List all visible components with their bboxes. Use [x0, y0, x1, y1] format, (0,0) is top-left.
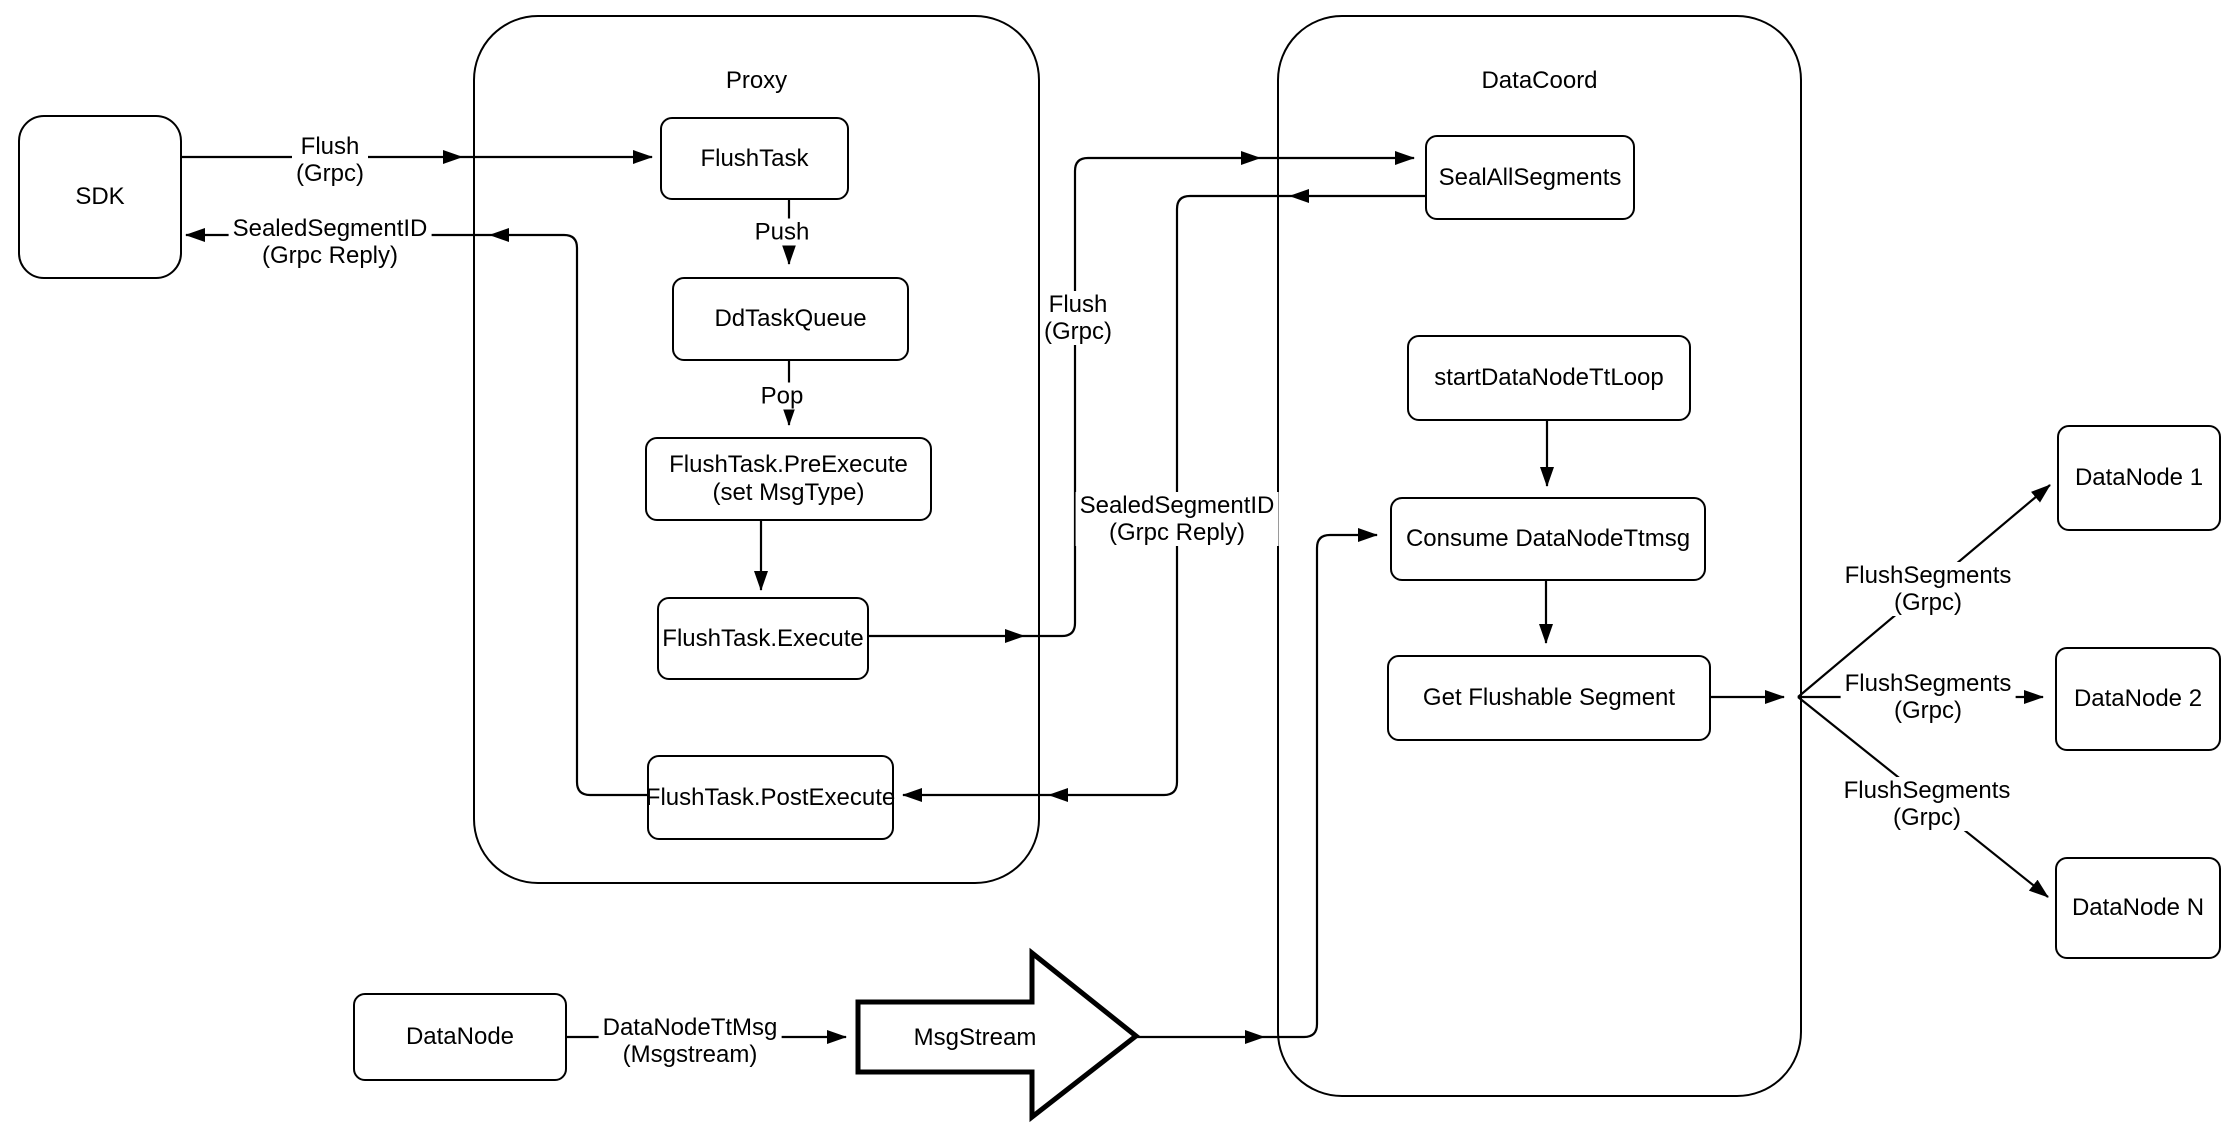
edge-label-datanodettmsg: DataNodeTtMsg (Msgstream): [598, 1014, 782, 1068]
node-datanode1: DataNode 1: [2057, 425, 2221, 531]
msgstream-arrow-shape: [855, 947, 1141, 1123]
edge-dcborder-consume: [1264, 528, 1378, 1039]
node-ddtaskqueue: DdTaskQueue: [672, 277, 909, 361]
edge-label-flushsegments-1: FlushSegments (Grpc): [1840, 562, 2016, 616]
edge-label-sealedsegmentid-sdk: SealedSegmentID (Grpc Reply): [228, 215, 432, 269]
proxy-container-title: Proxy: [725, 67, 788, 94]
node-startdatanodettloop-label: startDataNodeTtLoop: [1434, 364, 1664, 391]
node-ddtaskqueue-label: DdTaskQueue: [714, 305, 867, 332]
node-startdatanodettloop: startDataNodeTtLoop: [1407, 335, 1691, 421]
node-consumedatanodettmsg-label: Consume DataNodeTtmsg: [1405, 525, 1691, 552]
node-datanodeN: DataNode N: [2055, 857, 2221, 959]
node-execute-label: FlushTask.Execute: [662, 624, 864, 652]
node-datanode1-label: DataNode 1: [2074, 464, 2204, 491]
node-datanode-bottom: DataNode: [353, 993, 567, 1081]
edge-label-flushsegments-2: FlushSegments (Grpc): [1840, 670, 2016, 724]
node-preexecute: FlushTask.PreExecute (set MsgType): [645, 437, 932, 521]
edge-label-push: Push: [750, 218, 814, 246]
node-execute: FlushTask.Execute: [657, 597, 869, 680]
node-flushtask-label: FlushTask: [700, 144, 809, 172]
node-consumedatanodettmsg: Consume DataNodeTtmsg: [1390, 497, 1706, 581]
node-datanode2: DataNode 2: [2055, 647, 2221, 751]
edge-postexecute-proxyborder: [489, 228, 647, 797]
datacoord-container-title: DataCoord: [1481, 67, 1598, 94]
node-datanode2-label: DataNode 2: [2073, 685, 2203, 712]
edge-label-sealedsegmentid-mid: SealedSegmentID (Grpc Reply): [1075, 492, 1279, 546]
edge-label-flushsegments-3: FlushSegments (Grpc): [1839, 777, 2015, 831]
edge-proxyborder-dcborder: [1024, 151, 1261, 638]
node-sdk-label: SDK: [75, 183, 125, 210]
node-sealallsegments: SealAllSegments: [1425, 135, 1635, 220]
node-getflushablesegment-label: Get Flushable Segment: [1422, 684, 1676, 711]
edge-label-flush-grpc-mid: Flush (Grpc): [1040, 291, 1116, 345]
node-getflushablesegment: Get Flushable Segment: [1387, 655, 1711, 741]
node-sdk: SDK: [18, 115, 182, 279]
node-datanode-bottom-label: DataNode: [405, 1023, 515, 1050]
msgstream-label: MsgStream: [913, 1024, 1037, 1051]
node-datanodeN-label: DataNode N: [2071, 894, 2205, 921]
node-preexecute-sublabel: (set MsgType): [712, 479, 865, 506]
node-sealallsegments-label: SealAllSegments: [1438, 163, 1622, 191]
node-postexecute: FlushTask.PostExecute: [645, 755, 896, 840]
node-flushtask: FlushTask: [660, 117, 849, 200]
node-postexecute-label: FlushTask.PostExecute: [645, 783, 896, 811]
edge-label-pop: Pop: [756, 382, 808, 410]
node-preexecute-label: FlushTask.PreExecute: [669, 451, 908, 478]
edge-label-flush-grpc-sdk: Flush (Grpc): [292, 133, 368, 187]
